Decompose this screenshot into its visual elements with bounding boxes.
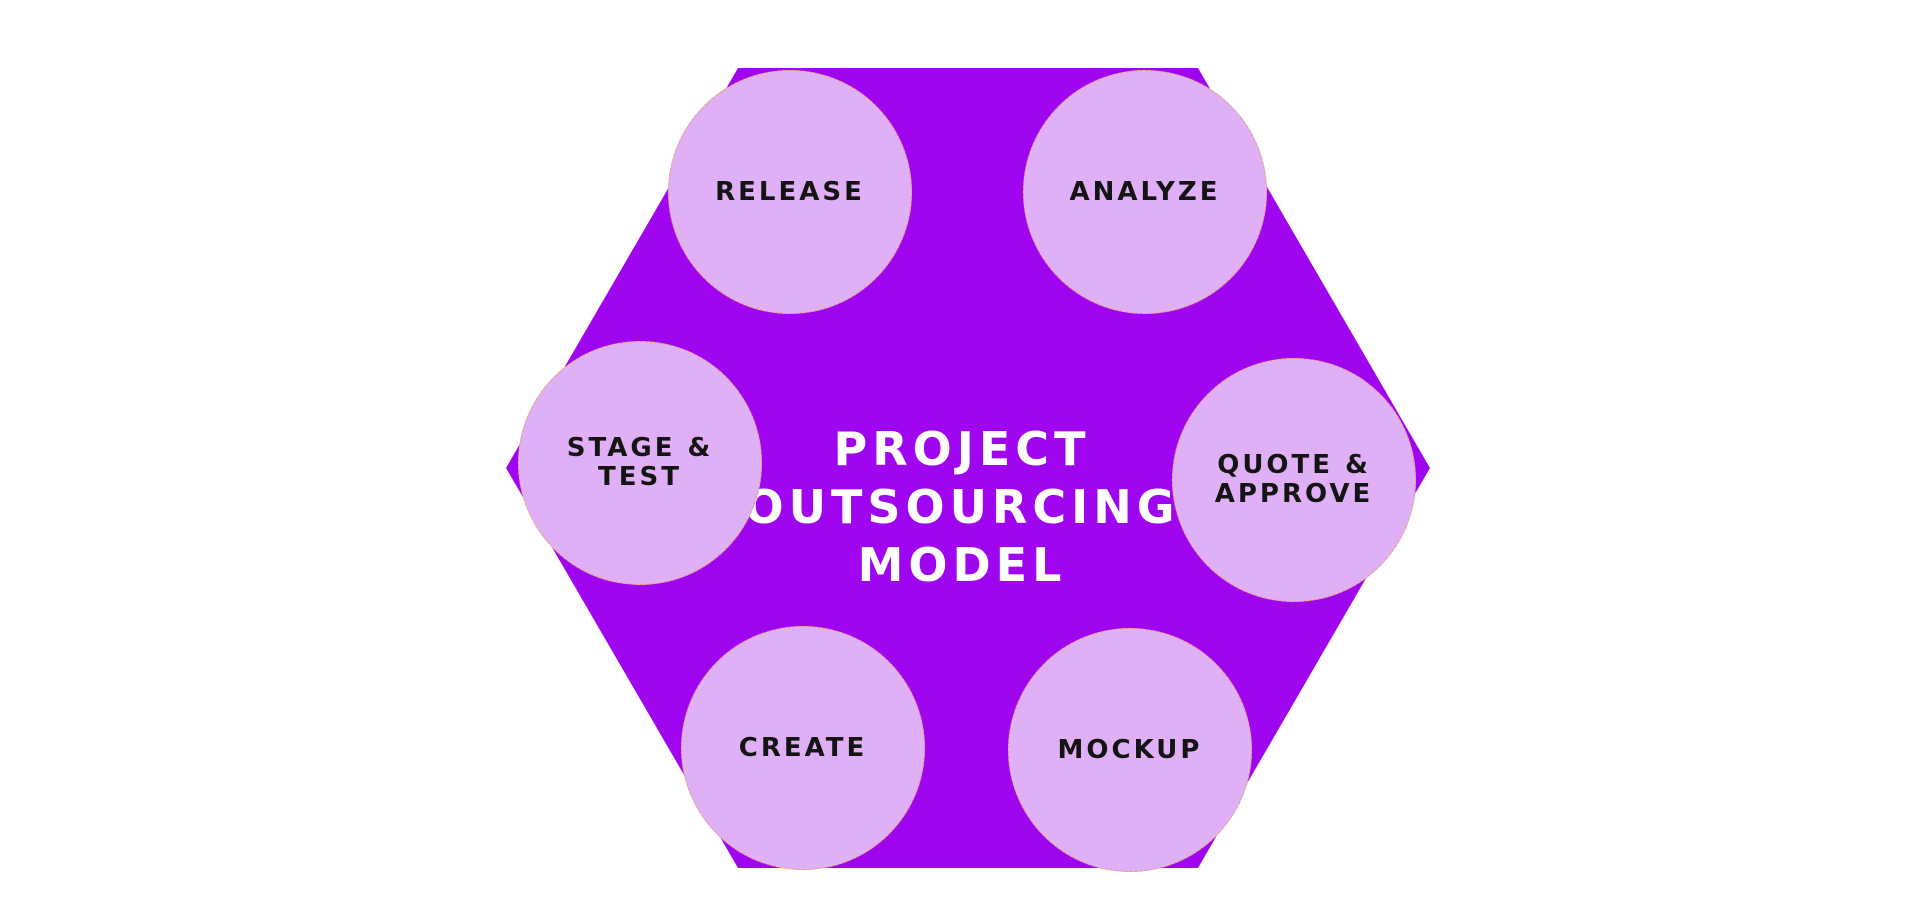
step-node-mockup: MOCKUP bbox=[1008, 628, 1252, 872]
step-node-analyze: ANALYZE bbox=[1023, 70, 1267, 314]
step-node-create: CREATE bbox=[681, 626, 925, 870]
diagram-title: PROJECT OUTSOURCING MODEL bbox=[744, 422, 1180, 592]
step-node-quote-approve: QUOTE & APPROVE bbox=[1172, 358, 1416, 602]
step-label-analyze: ANALYZE bbox=[1069, 176, 1221, 207]
step-label-stage-test: STAGE & TEST bbox=[566, 433, 714, 492]
step-label-release: RELEASE bbox=[715, 176, 865, 207]
step-label-create: CREATE bbox=[738, 732, 868, 763]
step-label-mockup: MOCKUP bbox=[1057, 734, 1203, 765]
step-node-release: RELEASE bbox=[668, 70, 912, 314]
step-label-quote-approve: QUOTE & APPROVE bbox=[1214, 450, 1374, 509]
step-node-stage-test: STAGE & TEST bbox=[518, 341, 762, 585]
